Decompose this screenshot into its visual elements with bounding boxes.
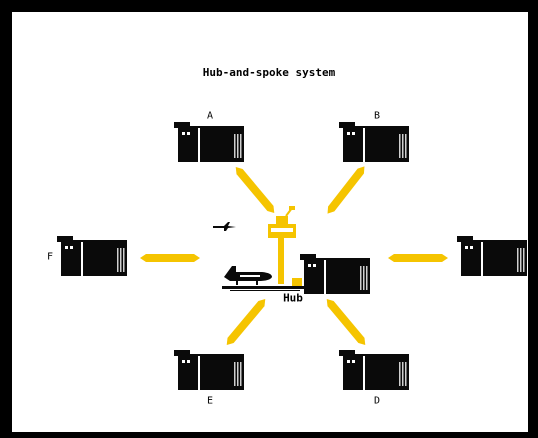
building-icon <box>300 254 370 294</box>
building-icon <box>174 122 244 162</box>
building-icon <box>57 236 127 276</box>
node-label-e: E <box>206 395 214 407</box>
node-label-d: D <box>373 395 381 407</box>
building-icon <box>174 350 244 390</box>
node-label-c: C <box>529 251 537 263</box>
spoke-a <box>232 164 278 216</box>
node-label-a: A <box>206 110 214 122</box>
spoke-b <box>324 163 368 217</box>
airplane-icon <box>224 266 272 285</box>
diagram-title: Hub-and-spoke system <box>202 66 336 79</box>
control-tower-icon <box>268 206 302 286</box>
hub-label: Hub <box>283 291 303 305</box>
node-label-f: F <box>46 251 54 263</box>
spoke-d <box>323 296 369 348</box>
runway <box>222 286 306 291</box>
building-icon <box>457 236 527 276</box>
spoke-f <box>140 254 200 262</box>
building-icon <box>339 122 409 162</box>
airplane-icon <box>213 222 236 231</box>
spoke-e <box>223 296 269 348</box>
building-icon <box>339 350 409 390</box>
node-label-b: B <box>373 110 381 122</box>
spoke-c <box>388 254 448 262</box>
